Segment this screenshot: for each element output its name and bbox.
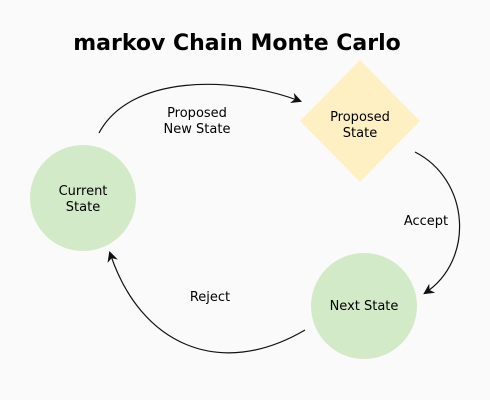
edge-label-propose-line-2: New State — [164, 122, 231, 137]
edge-label-propose-line-1: Proposed — [167, 106, 227, 121]
edge-current-to-proposed — [98, 83, 303, 134]
node-current-state-label-line-1: Current — [59, 184, 108, 199]
node-proposed-state — [300, 60, 420, 182]
node-next-state — [311, 253, 417, 359]
edge-label-reject: Reject — [190, 290, 230, 305]
edge-label-accept: Accept — [404, 214, 448, 229]
edge-label-accept-background — [402, 210, 452, 230]
node-next-state-label: Next State — [330, 299, 399, 314]
edge-next-to-current — [107, 250, 306, 354]
node-proposed-state-label-line-2: State — [343, 126, 377, 141]
edge-proposed-to-next — [414, 151, 461, 295]
node-current-state-label-line-2: State — [66, 200, 100, 215]
node-proposed-state-label-line-1: Proposed — [330, 110, 390, 125]
diagram-title: markov Chain Monte Carlo — [73, 31, 401, 56]
node-current-state — [30, 145, 136, 251]
